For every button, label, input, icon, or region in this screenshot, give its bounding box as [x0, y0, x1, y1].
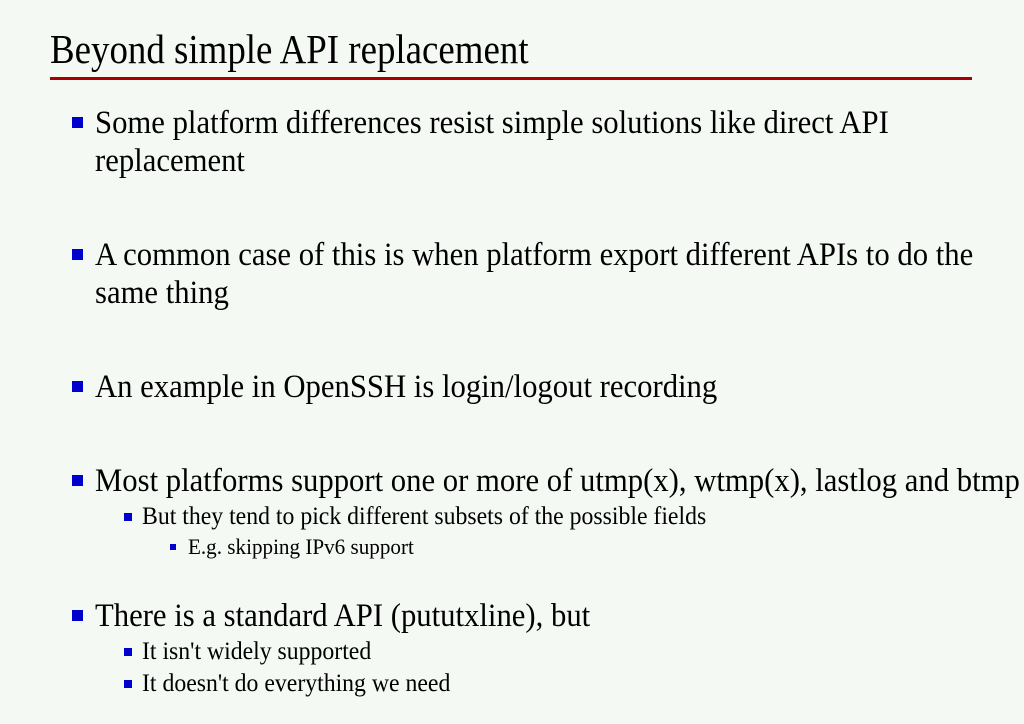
bullet-text: It doesn't do everything we need — [142, 670, 451, 697]
spacer — [0, 440, 1024, 462]
title-divider — [50, 77, 972, 80]
bullet-text: Most platforms support one or more of ut… — [95, 463, 1020, 499]
spacer — [0, 561, 1024, 583]
bullet-item-level1: Some platform differences resist simple … — [0, 104, 1024, 180]
bullet-square-icon — [72, 249, 83, 260]
slide-body: Some platform differences resist simple … — [0, 104, 1024, 699]
bullet-text: E.g. skipping IPv6 support — [188, 534, 414, 559]
bullet-square-icon — [72, 117, 83, 128]
bullet-item-level1: There is a standard API (pututxline), bu… — [0, 597, 1024, 635]
bullet-item-level2: It isn't widely supported — [0, 637, 1024, 667]
bullet-item-level1: A common case of this is when platform e… — [0, 236, 1024, 312]
bullet-text: A common case of this is when platform e… — [95, 237, 974, 311]
page-title: Beyond simple API replacement — [50, 26, 529, 72]
bullet-item-level3: E.g. skipping IPv6 support — [0, 533, 1024, 561]
spacer — [0, 583, 1024, 597]
bullet-item-level1: Most platforms support one or more of ut… — [0, 462, 1024, 500]
bullet-item-level2: It doesn't do everything we need — [0, 669, 1024, 699]
bullet-text: But they tend to pick different subsets … — [142, 503, 707, 530]
bullet-square-icon — [124, 513, 132, 521]
bullet-square-icon — [124, 648, 132, 656]
spacer — [0, 346, 1024, 368]
bullet-text: It isn't widely supported — [142, 638, 372, 665]
bullet-square-icon — [72, 475, 83, 486]
bullet-square-icon — [72, 610, 83, 621]
slide-title-block: Beyond simple API replacement — [50, 24, 974, 80]
bullet-text: There is a standard API (pututxline), bu… — [95, 598, 591, 634]
bullet-text: An example in OpenSSH is login/logout re… — [95, 369, 718, 405]
bullet-square-icon — [72, 381, 83, 392]
bullet-text: Some platform differences resist simple … — [95, 105, 889, 179]
bullet-item-level1: An example in OpenSSH is login/logout re… — [0, 368, 1024, 406]
bullet-square-icon — [170, 544, 176, 550]
bullet-item-level2: But they tend to pick different subsets … — [0, 502, 1024, 532]
bullet-square-icon — [124, 680, 132, 688]
spacer — [0, 214, 1024, 236]
